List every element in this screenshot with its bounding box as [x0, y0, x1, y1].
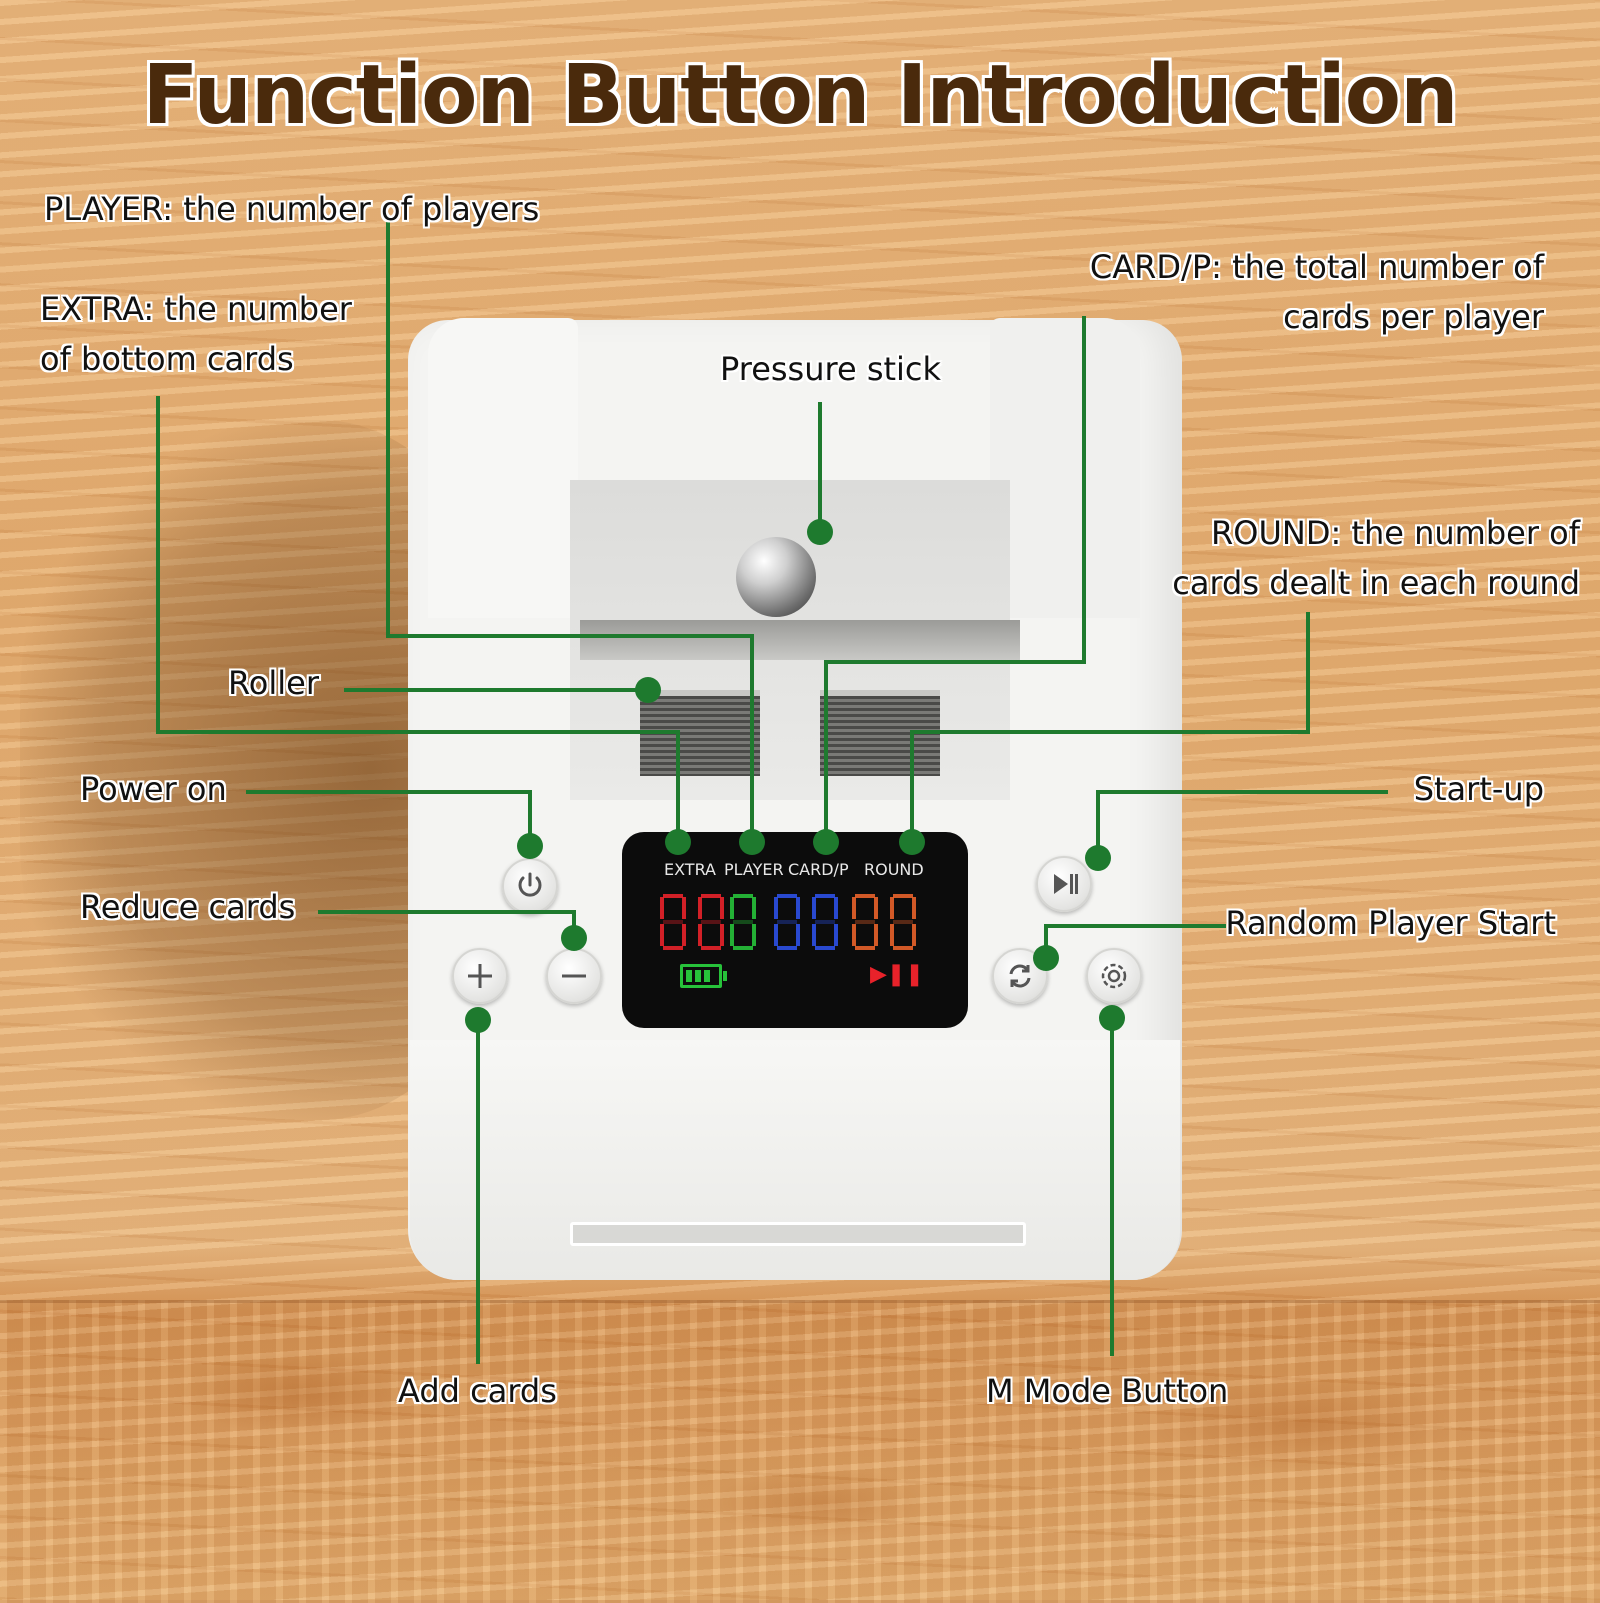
card-tray — [580, 620, 1020, 660]
display-digit-round — [852, 894, 878, 950]
label-round: ROUND: the number of cards dealt in each… — [1172, 514, 1580, 602]
display-label-extra: EXTRA — [664, 860, 716, 879]
digit-segment — [733, 946, 753, 950]
digit-segment — [777, 920, 797, 924]
card-output-slot — [570, 1222, 1026, 1246]
digit-segment — [660, 897, 664, 919]
digit-segment — [682, 924, 686, 946]
gear-icon — [1101, 963, 1127, 989]
display-digit-round — [890, 894, 916, 950]
digit-segment — [834, 897, 838, 919]
power-button[interactable] — [502, 858, 558, 914]
digit-segment — [777, 894, 797, 898]
digit-segment — [777, 946, 797, 950]
digit-segment — [698, 924, 702, 946]
digit-segment — [855, 894, 875, 898]
display-digit-player — [730, 894, 756, 950]
digit-segment — [774, 897, 778, 919]
display-label-cardp: CARD/P — [788, 860, 849, 879]
label-m-mode-button: M Mode Button — [986, 1372, 1229, 1410]
label-start-up: Start-up — [1413, 770, 1544, 808]
digit-segment — [796, 924, 800, 946]
digit-segment — [698, 897, 702, 919]
digit-segment — [815, 894, 835, 898]
m-mode-button[interactable] — [1086, 948, 1142, 1004]
digit-segment — [852, 924, 856, 946]
digit-segment — [815, 946, 835, 950]
digit-segment — [893, 946, 913, 950]
display-label-round: ROUND — [864, 860, 924, 879]
digit-segment — [893, 894, 913, 898]
reduce-cards-button[interactable] — [546, 948, 602, 1004]
digit-segment — [893, 920, 913, 924]
digit-segment — [890, 897, 894, 919]
right-card-stack — [820, 690, 940, 776]
digit-segment — [855, 946, 875, 950]
digit-segment — [912, 924, 916, 946]
pressure-stick-ball — [736, 537, 816, 617]
play-pause-indicator-icon: ▶❚❚ — [870, 962, 924, 987]
digit-segment — [701, 946, 721, 950]
label-power-on: Power on — [80, 770, 227, 808]
label-pressure-stick: Pressure stick — [720, 350, 942, 388]
label-player: PLAYER: the number of players — [44, 190, 540, 228]
display-digit-cardp — [774, 894, 800, 950]
digit-segment — [752, 897, 756, 919]
digit-segment — [812, 897, 816, 919]
digit-segment — [852, 897, 856, 919]
digit-segment — [796, 897, 800, 919]
label-roller: Roller — [228, 664, 319, 702]
digit-segment — [663, 946, 683, 950]
digit-segment — [730, 924, 734, 946]
digit-segment — [701, 894, 721, 898]
digit-segment — [682, 897, 686, 919]
add-cards-button[interactable] — [452, 948, 508, 1004]
digit-segment — [733, 920, 753, 924]
minus-icon — [562, 974, 586, 978]
play-pause-icon — [1054, 874, 1078, 894]
digit-segment — [912, 897, 916, 919]
digit-segment — [730, 897, 734, 919]
digit-segment — [834, 924, 838, 946]
digit-segment — [752, 924, 756, 946]
digit-segment — [855, 920, 875, 924]
start-up-button[interactable] — [1036, 856, 1092, 912]
power-icon — [518, 872, 542, 897]
label-card-p: CARD/P: the total number of cards per pl… — [1089, 248, 1544, 336]
digit-segment — [663, 894, 683, 898]
label-reduce-cards: Reduce cards — [80, 888, 296, 926]
left-tower — [428, 318, 578, 618]
digit-segment — [774, 924, 778, 946]
digit-segment — [720, 924, 724, 946]
page-title: Function Button Introduction — [142, 48, 1459, 143]
table-edge — [0, 1300, 1600, 1603]
digit-segment — [874, 897, 878, 919]
display-label-player: PLAYER — [724, 860, 784, 879]
digit-segment — [720, 897, 724, 919]
display-panel: EXTRA PLAYER CARD/P ROUND — [622, 832, 968, 1028]
label-extra: EXTRA: the number of bottom cards — [40, 290, 352, 378]
left-card-stack — [640, 690, 760, 776]
digit-segment — [663, 920, 683, 924]
label-add-cards: Add cards — [398, 1372, 557, 1410]
digit-segment — [733, 894, 753, 898]
display-digit-cardp — [812, 894, 838, 950]
refresh-icon — [1009, 964, 1031, 988]
digit-segment — [815, 920, 835, 924]
battery-icon — [680, 964, 727, 988]
digit-segment — [812, 924, 816, 946]
digit-segment — [890, 924, 894, 946]
display-digit-extra — [660, 894, 686, 950]
digit-segment — [660, 924, 664, 946]
random-player-start-button[interactable] — [992, 948, 1048, 1004]
display-digit-extra — [698, 894, 724, 950]
digit-segment — [701, 920, 721, 924]
digit-segment — [874, 924, 878, 946]
right-tower — [990, 318, 1140, 618]
label-random-player-start: Random Player Start — [1225, 904, 1556, 942]
plus-icon — [468, 964, 492, 988]
